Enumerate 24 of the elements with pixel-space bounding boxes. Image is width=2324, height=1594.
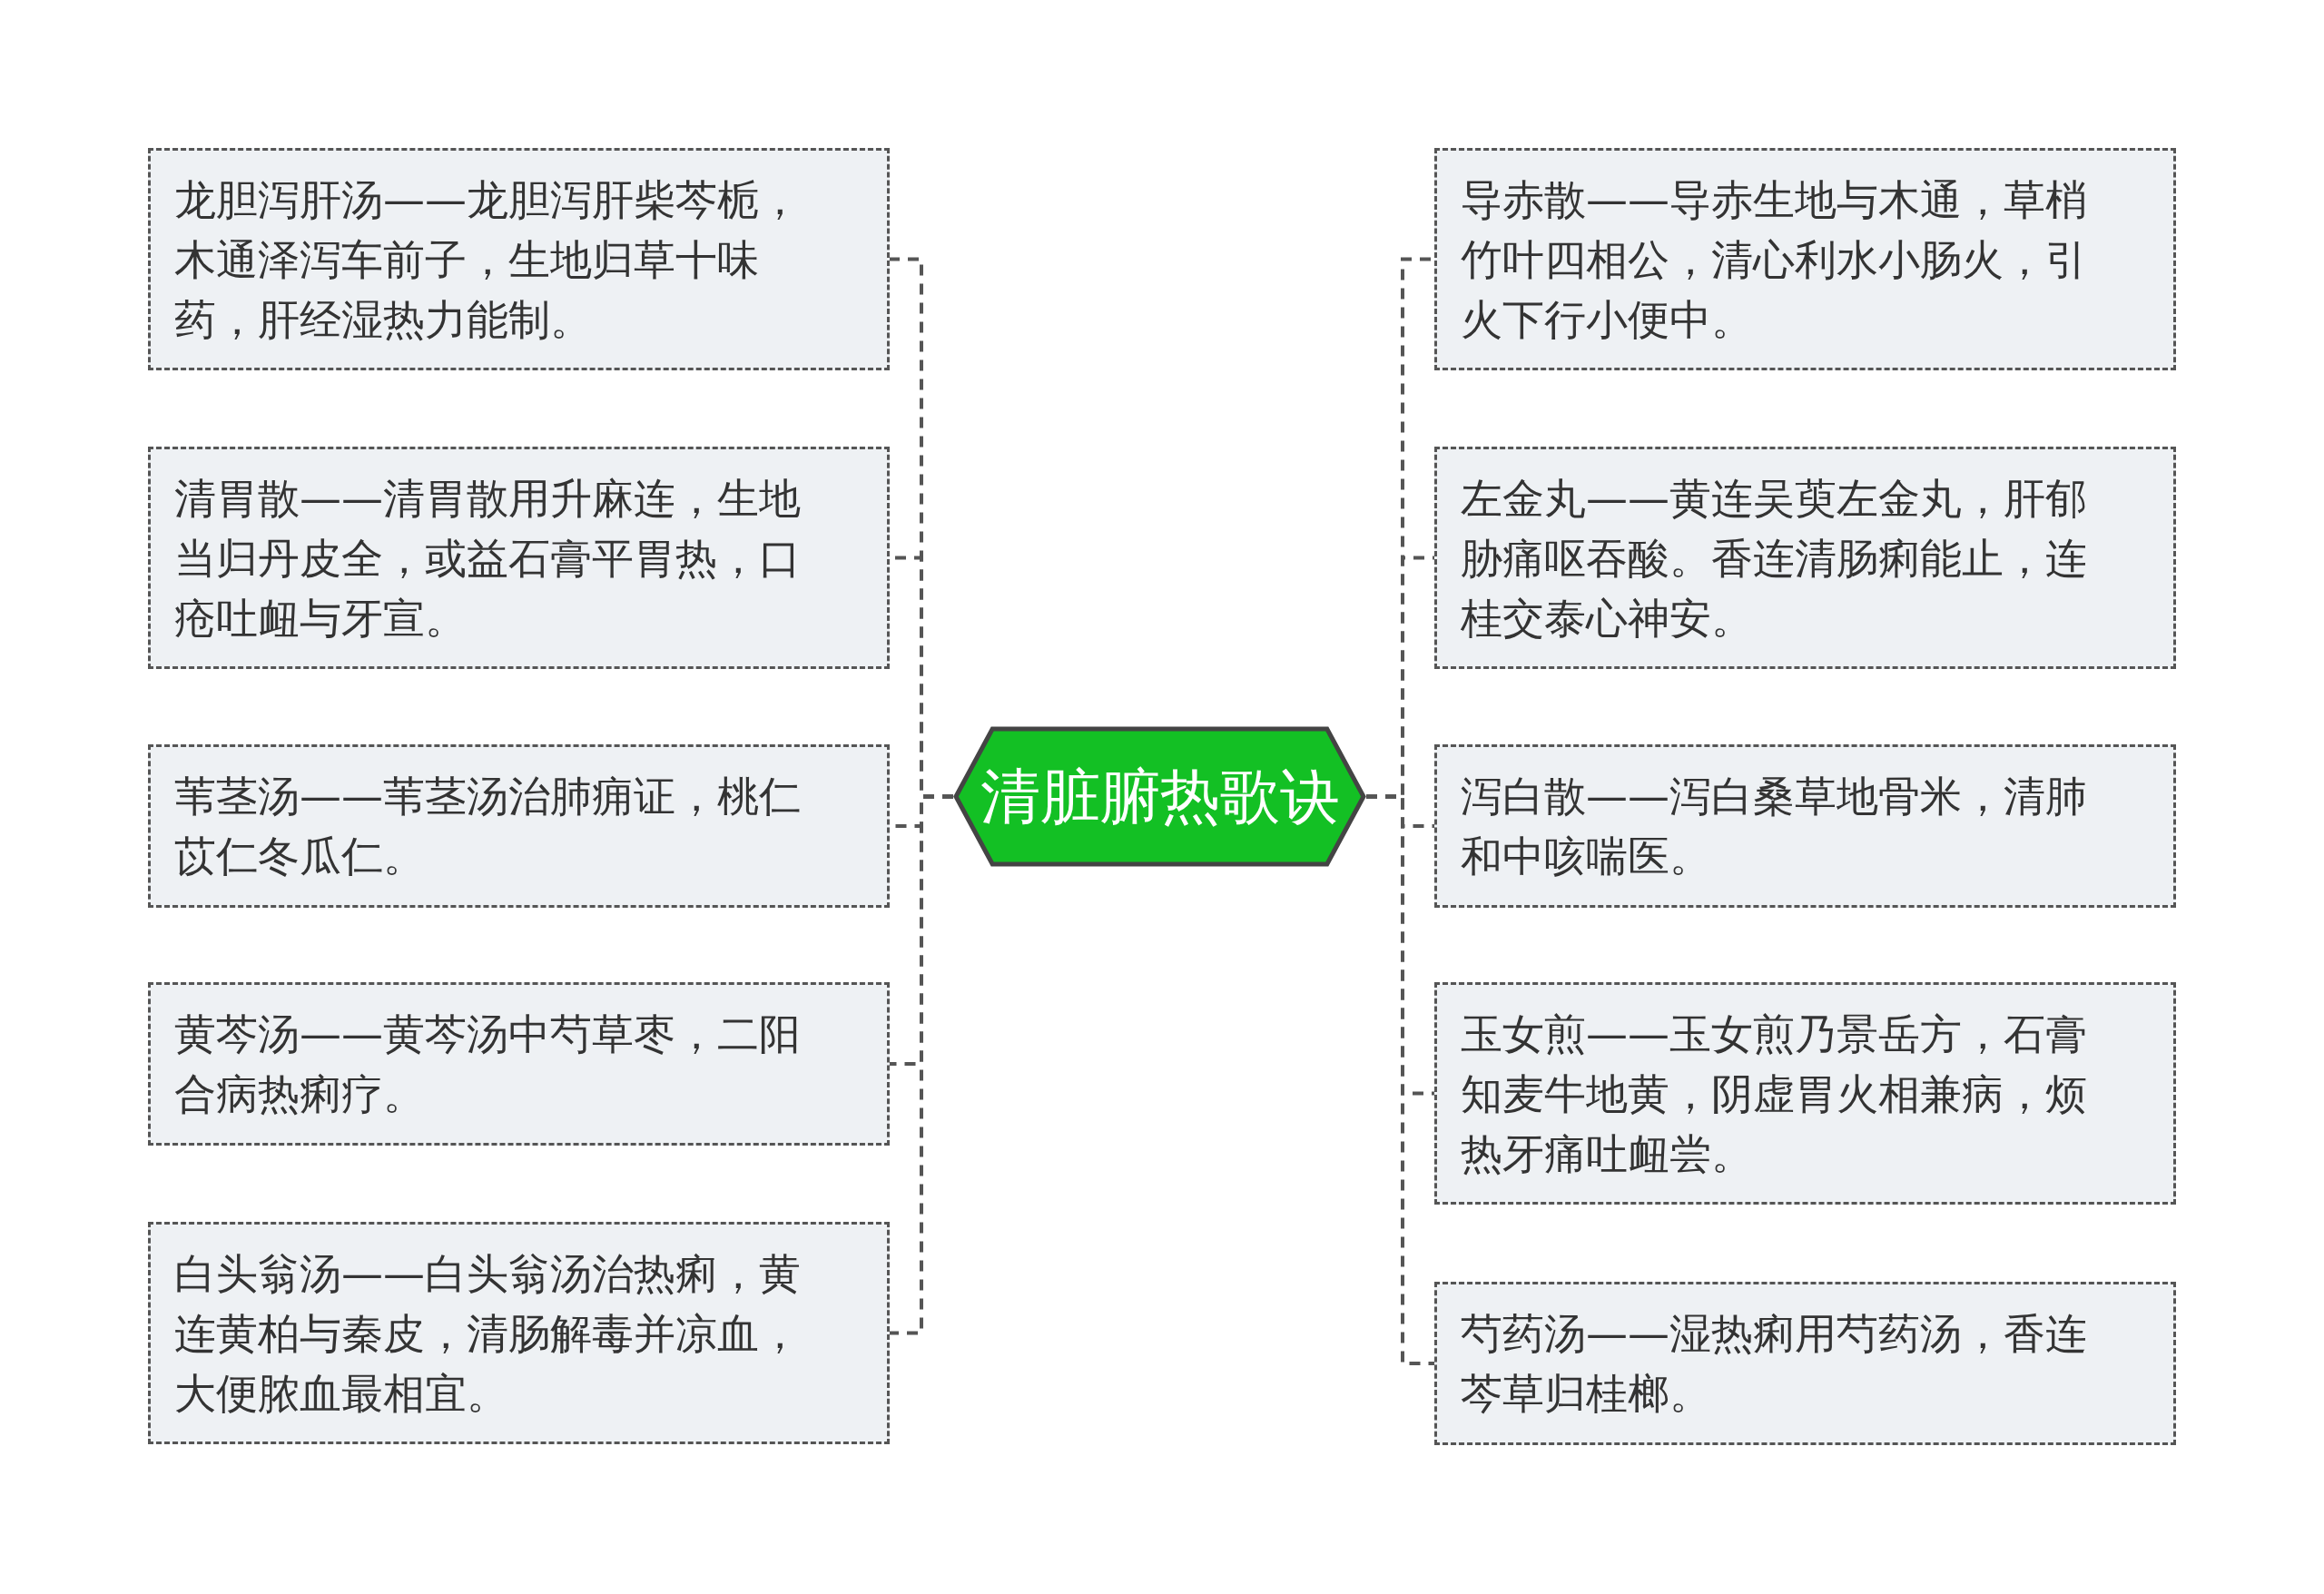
topic-box	[1434, 148, 2176, 370]
topic-text: 清胃散——清胃散用升麻连，生地当归丹皮全，或益石膏平胃热，口疮吐衄与牙宣。	[174, 472, 802, 644]
topic-box	[1434, 744, 2176, 908]
topic-text: 白头翁汤——白头翁汤治热痢，黄连黄柏与秦皮，清肠解毒并凉血，大便脓血最相宜。	[174, 1247, 802, 1420]
topic-text: 泻白散——泻白桑草地骨米，清肺和中咳喘医。	[1461, 771, 2088, 882]
topic-text: 左金丸——黄连吴萸左金丸，肝郁胁痛呕吞酸。香连清肠痢能止，连桂交泰心神安。	[1461, 472, 2088, 644]
topic-box	[148, 744, 890, 908]
topic-text: 龙胆泻肝汤——龙胆泻肝柴芩栀，木通泽泻车前子，生地归草十味药，肝经湿热力能制。	[174, 173, 802, 346]
topic-box	[1434, 447, 2176, 669]
central-topic-hexagon	[953, 726, 1366, 867]
topic-text: 黄芩汤——黄芩汤中芍草枣，二阳合病热痢疗。	[174, 1009, 802, 1120]
topic-box	[148, 982, 890, 1146]
connector-line	[1366, 794, 1434, 1365]
topic-box	[148, 148, 890, 370]
central-topic-text: 清脏腑热歌诀	[980, 760, 1340, 833]
topic-text: 玉女煎——玉女煎乃景岳方，石膏知麦牛地黄，阴虚胃火相兼病，烦热牙痛吐衄尝。	[1461, 1008, 2088, 1180]
topic-box	[148, 1222, 890, 1444]
topic-box	[1434, 1282, 2176, 1445]
topic-text: 苇茎汤——苇茎汤治肺痈证，桃仁苡仁冬瓜仁。	[174, 771, 802, 882]
connector-line	[890, 794, 953, 1335]
topic-text: 导赤散——导赤生地与木通，草梢竹叶四相公，清心利水小肠火，引火下行小便中。	[1461, 173, 2088, 346]
topic-box	[1434, 982, 2176, 1205]
topic-text: 芍药汤——湿热痢用芍药汤，香连芩草归桂榔。	[1461, 1308, 2088, 1420]
topic-box	[148, 447, 890, 669]
